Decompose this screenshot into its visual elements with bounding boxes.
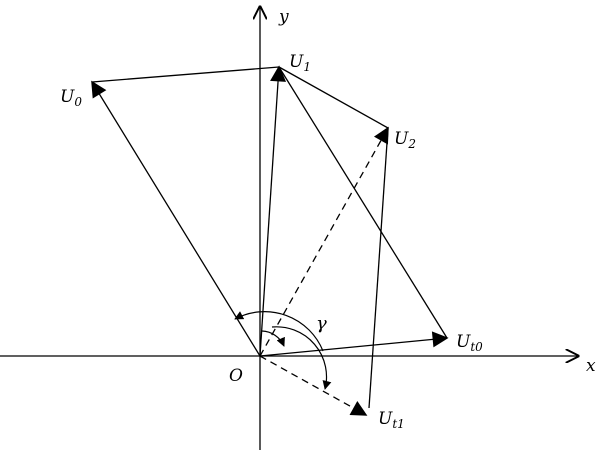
- label-u2: U2: [394, 129, 416, 151]
- label-u0: U0: [60, 87, 82, 109]
- vector-u2: [259, 126, 389, 357]
- label-gamma: γ: [316, 313, 327, 334]
- edge-u2-ut1: [368, 127, 389, 409]
- label-ut0: Ut0: [456, 332, 483, 354]
- vector-ut0: [259, 331, 449, 357]
- angle-arc-upper: [234, 311, 324, 352]
- label-y-axis: y: [278, 7, 289, 27]
- angle-arc-lower: [271, 326, 332, 390]
- label-x-axis: x: [586, 356, 596, 376]
- label-u1: U1: [289, 52, 311, 74]
- label-ut1: Ut1: [378, 409, 405, 431]
- edge-u0-u1: [91, 66, 280, 83]
- edge-u1-ut0: [278, 66, 448, 339]
- vector-u1: [259, 65, 287, 357]
- angle-arc-inner: [261, 330, 285, 347]
- vector-ut1: [259, 355, 368, 416]
- vector-u0: [91, 80, 261, 357]
- edge-u1-u2: [278, 66, 389, 129]
- label-origin: O: [229, 366, 243, 386]
